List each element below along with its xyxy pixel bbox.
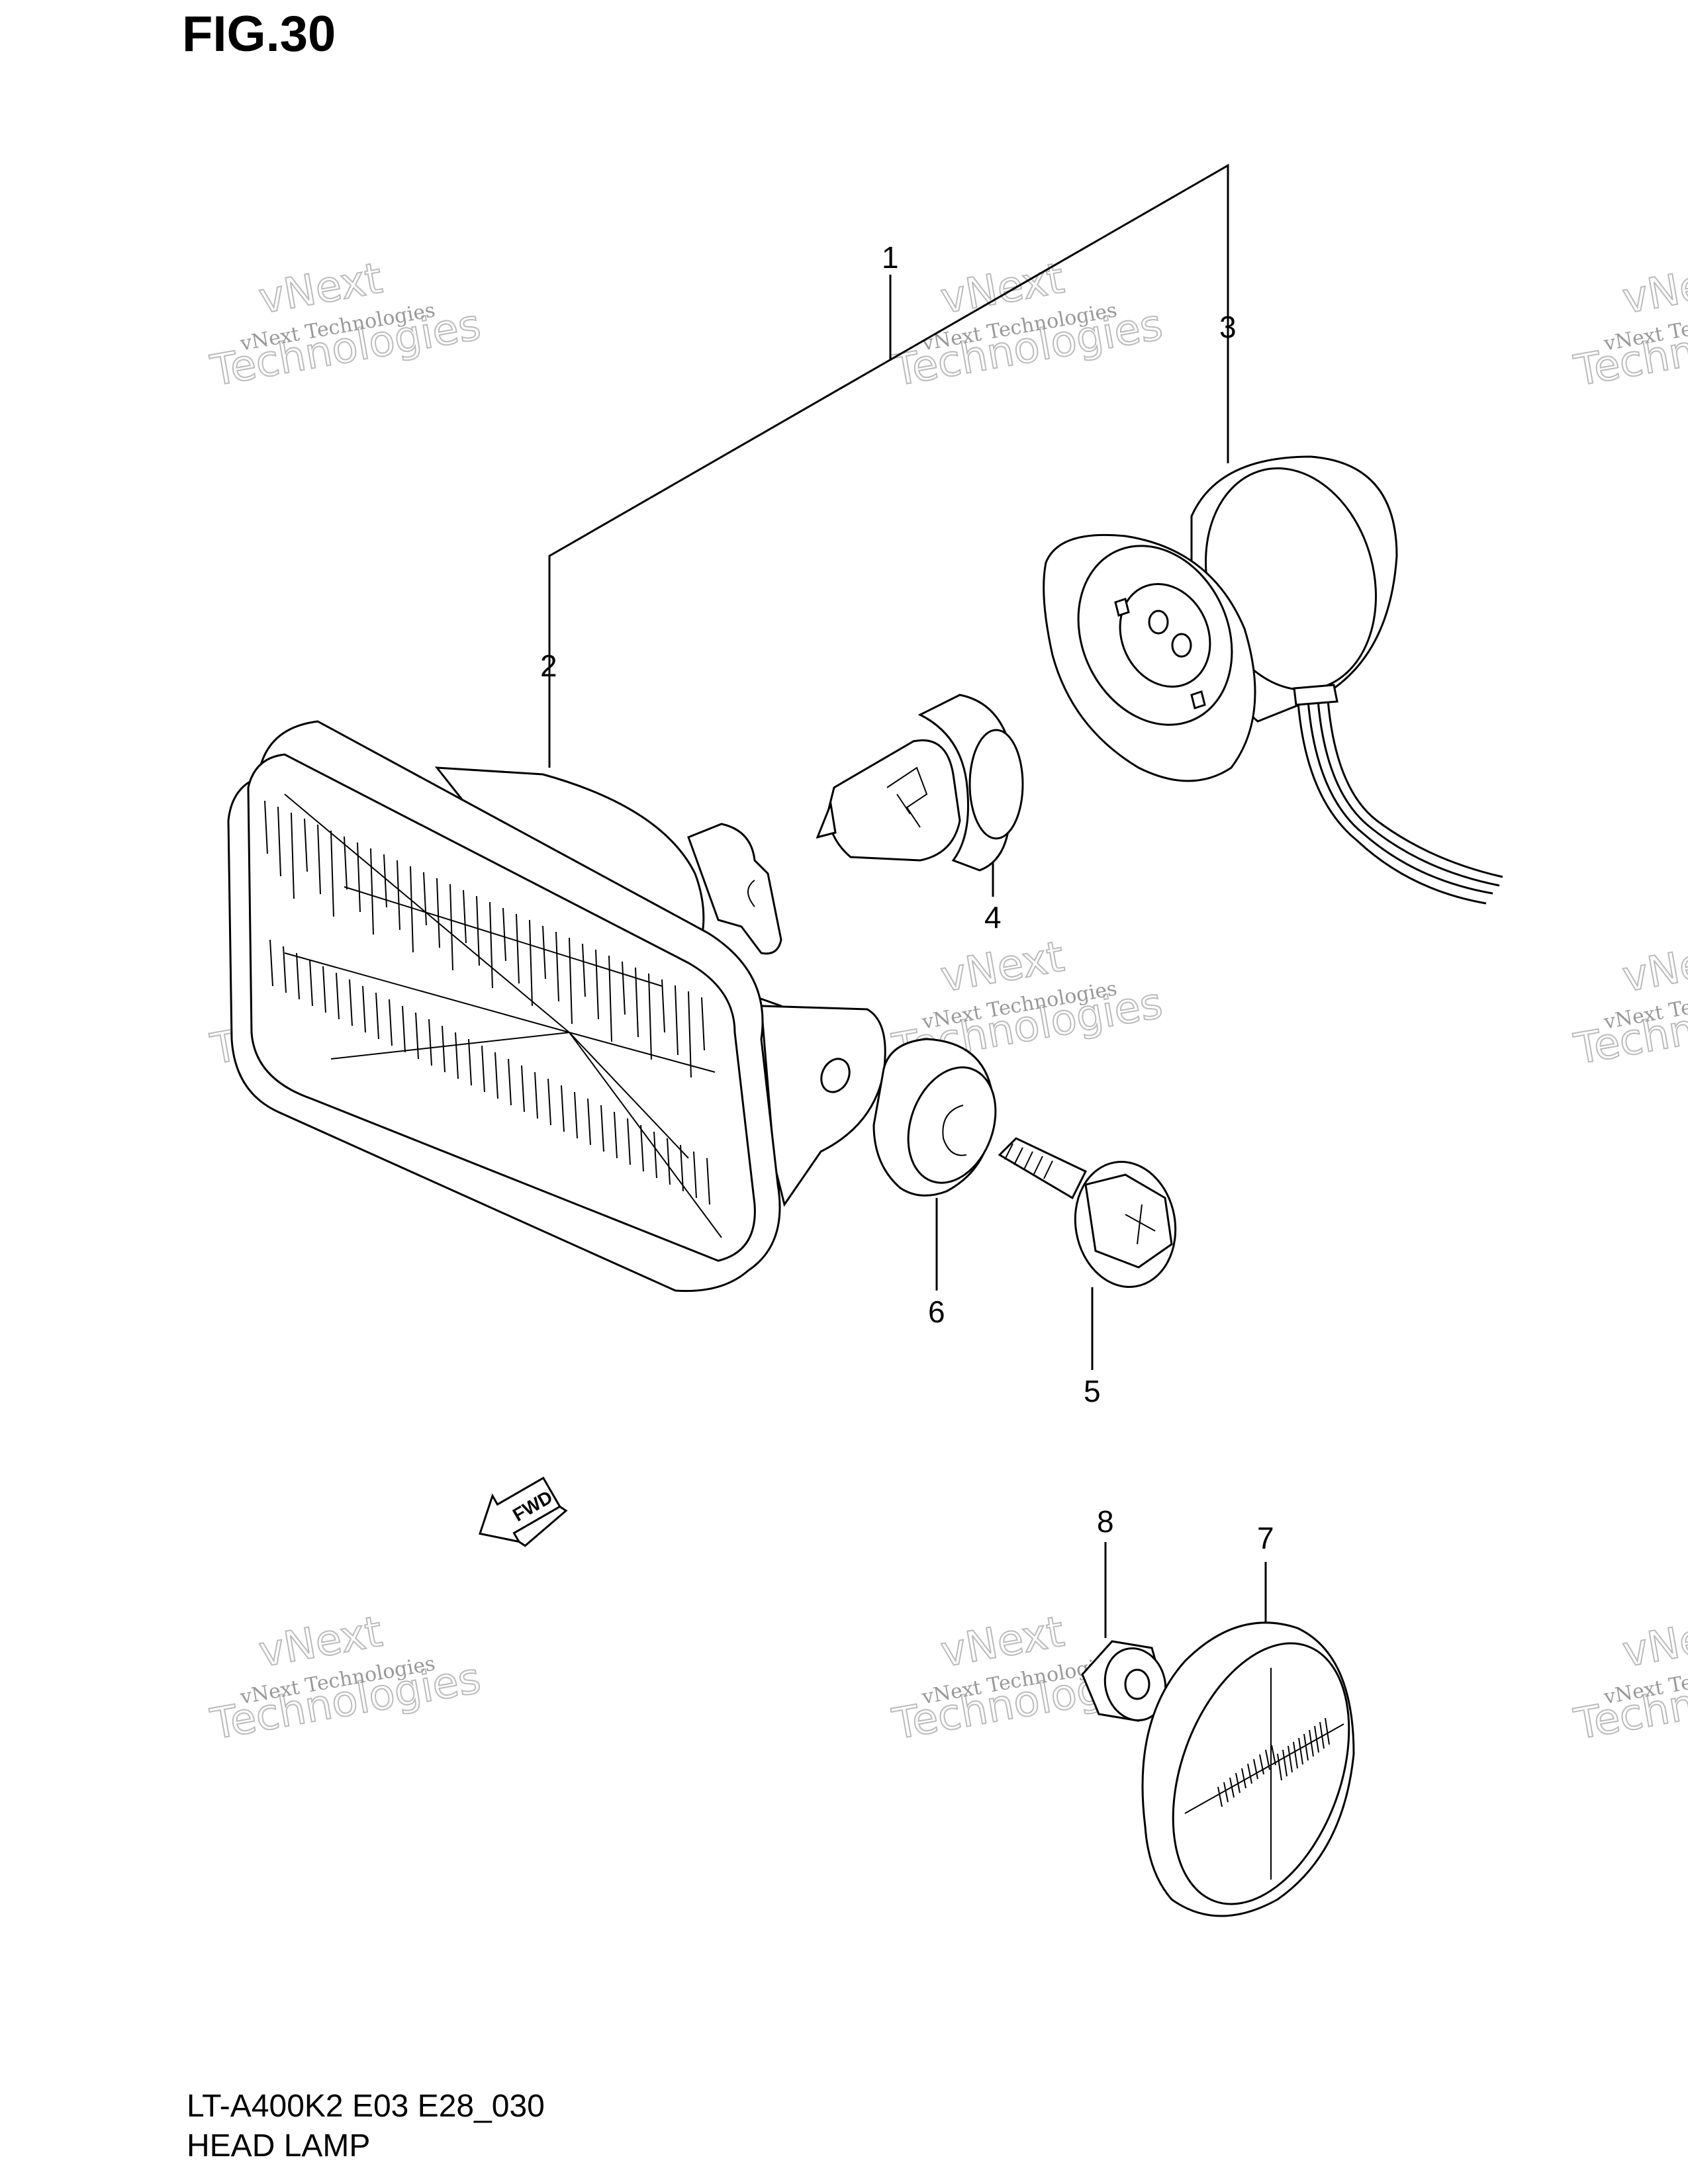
callout-3: 3 bbox=[1219, 310, 1237, 344]
leader-lines bbox=[548, 163, 1267, 1638]
mounting-tab bbox=[760, 1005, 886, 1207]
bulb-base bbox=[968, 729, 1024, 840]
leader-1-2-3 bbox=[548, 163, 1229, 768]
diagram-name: HEAD LAMP bbox=[187, 2128, 371, 2163]
bolt-drawing bbox=[998, 1137, 1177, 1288]
figure-title: FIG.30 bbox=[182, 6, 336, 62]
callout-numbers: 1 2 3 4 5 6 7 8 bbox=[540, 240, 1274, 1555]
bolt-head bbox=[1084, 1173, 1173, 1269]
socket-bore bbox=[1119, 582, 1211, 688]
diagram-code: LT-A400K2 E03 E28_030 bbox=[187, 2089, 545, 2124]
socket-key-right bbox=[1190, 690, 1206, 709]
cap-cross bbox=[1184, 1668, 1344, 1880]
reflector-cap-drawing bbox=[1141, 1621, 1355, 1917]
watermark-line2: vNext bbox=[1619, 254, 1688, 324]
nut-drawing bbox=[1081, 1640, 1167, 1722]
callout-2: 2 bbox=[540, 649, 557, 683]
bulb-filament bbox=[886, 766, 928, 828]
fwd-arrow: FWD bbox=[479, 1477, 568, 1547]
callout-4: 4 bbox=[984, 900, 1002, 934]
socket-notch bbox=[747, 880, 755, 907]
callout-7: 7 bbox=[1257, 1521, 1274, 1555]
callout-1: 1 bbox=[882, 240, 899, 275]
lens-texture bbox=[264, 800, 710, 1205]
callout-5: 5 bbox=[1084, 1374, 1101, 1408]
watermark-line2: vNext bbox=[1619, 1608, 1688, 1677]
watermark-line2: vNext bbox=[1619, 933, 1688, 1002]
bulb-glass bbox=[826, 739, 961, 862]
mounting-hole bbox=[820, 1058, 851, 1093]
fwd-arrow-shape bbox=[479, 1477, 561, 1543]
socket-pin-2 bbox=[1171, 633, 1192, 658]
socket-boss bbox=[687, 823, 782, 955]
wire-grommet bbox=[1293, 684, 1338, 706]
cap-face bbox=[1172, 1642, 1350, 1905]
wire-1 bbox=[1306, 691, 1493, 895]
nut-hole bbox=[1124, 1668, 1150, 1700]
cap-hatch-strokes bbox=[1217, 1717, 1330, 1807]
socket-key-left bbox=[1114, 598, 1130, 617]
socket-pin-1 bbox=[1148, 610, 1169, 635]
lens-prism-lines bbox=[284, 794, 722, 1238]
wire-2 bbox=[1316, 691, 1500, 887]
cap-hatching bbox=[1217, 1717, 1330, 1807]
bolt-threads bbox=[1004, 1143, 1053, 1179]
grommet-hole bbox=[942, 1105, 967, 1156]
callout-8: 8 bbox=[1097, 1504, 1114, 1539]
wire-3 bbox=[1326, 691, 1503, 878]
wire-4 bbox=[1296, 693, 1487, 905]
grommet-face bbox=[907, 1066, 997, 1184]
bulb-socket-drawing bbox=[1043, 455, 1503, 905]
callout-6: 6 bbox=[928, 1295, 945, 1329]
bolt-shank bbox=[998, 1137, 1088, 1200]
lens-texture-strokes bbox=[264, 800, 710, 1205]
bulb-drawing bbox=[816, 694, 1024, 872]
bolt-cross-slot bbox=[1125, 1204, 1156, 1245]
grommet-drawing bbox=[872, 1038, 997, 1197]
fwd-arrow-shadow bbox=[518, 1506, 568, 1547]
bulb-tip bbox=[816, 800, 837, 839]
headlamp-housing-drawing bbox=[227, 720, 886, 1293]
